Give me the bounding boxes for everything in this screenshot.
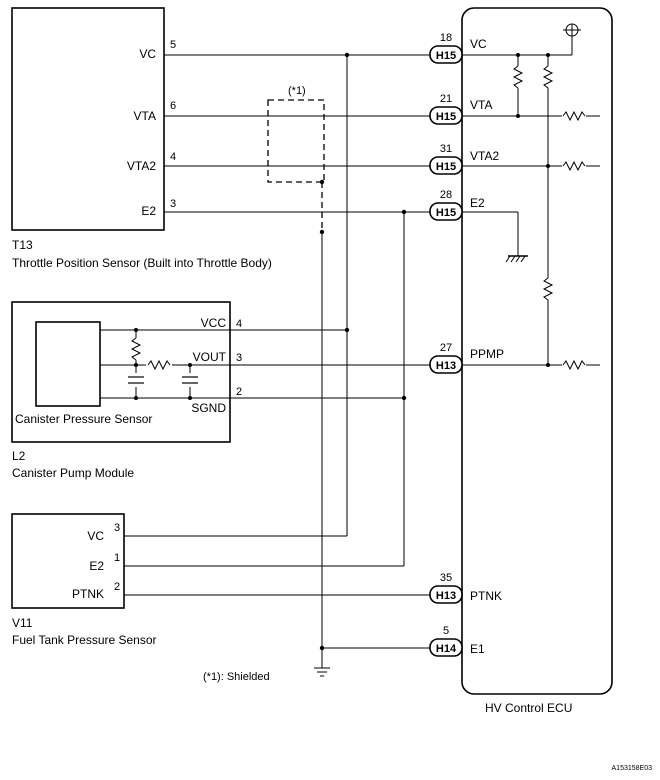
t13-pin-label-e2: E2	[141, 204, 156, 218]
ecu-terminal-label-e2: E2	[470, 196, 485, 210]
ecu-resistor-vta2-pullup	[542, 65, 554, 89]
connector-ptnk: H13	[429, 585, 463, 604]
v11-pin-num-3: 3	[114, 522, 120, 534]
svg-text:H15: H15	[436, 50, 456, 62]
t13-pin-num-5: 5	[170, 39, 176, 51]
t13-pin-label-vta: VTA	[134, 109, 156, 123]
ecu-terminal-num-5: 5	[443, 625, 449, 637]
t13-pin-label-vc: VC	[139, 47, 156, 61]
l2-pin-num-2: 2	[236, 386, 242, 398]
pump-module-box	[11, 301, 231, 443]
v11-pin-label-ptnk: PTNK	[72, 587, 104, 601]
v11-name: Fuel Tank Pressure Sensor	[12, 633, 157, 647]
connector-e1: H14	[429, 638, 463, 657]
v11-pin-num-1: 1	[114, 552, 120, 564]
ecu-terminal-num-31: 31	[440, 143, 452, 155]
l2-pin-num-4: 4	[236, 318, 242, 330]
ecu-terminal-label-vta: VTA	[470, 98, 492, 112]
svg-text:H13: H13	[436, 360, 456, 372]
l2-pin-label-vcc: VCC	[201, 316, 227, 330]
l2-pin-label-sgnd: SGND	[191, 401, 226, 415]
ecu-terminal-num-28: 28	[440, 189, 452, 201]
t13-pin-label-vta2: VTA2	[127, 159, 156, 173]
v11-pin-num-2: 2	[114, 581, 120, 593]
svg-text:H14: H14	[436, 643, 457, 655]
connector-vta2: H15	[429, 156, 463, 175]
ecu-terminal-label-e1: E1	[470, 642, 485, 656]
t13-pin-num-4: 4	[170, 151, 176, 163]
connector-vta: H15	[429, 106, 463, 125]
shield-box	[267, 99, 325, 183]
t13-pin-num-3: 3	[170, 198, 176, 210]
pump-resistor-horizontal	[147, 359, 171, 371]
l2-code: L2	[12, 449, 26, 463]
svg-text:H13: H13	[436, 590, 456, 602]
svg-text:H15: H15	[436, 161, 456, 173]
ecu-input-resistor-vta2	[562, 160, 586, 172]
shield-note: (*1): Shielded	[203, 671, 270, 683]
t13-code: T13	[12, 238, 33, 252]
throttle-sensor-box	[11, 7, 165, 231]
v11-pin-label-e2: E2	[89, 559, 104, 573]
pump-resistor-vertical	[130, 337, 142, 361]
fuel-sensor-box	[11, 513, 125, 609]
connector-ppmp: H13	[429, 355, 463, 374]
connector-vc: H15	[429, 45, 463, 64]
ecu-box	[461, 7, 613, 695]
canister-pressure-sensor-label: Canister Pressure Sensor	[15, 412, 152, 426]
ecu-terminal-num-18: 18	[440, 32, 452, 44]
ecu-input-resistor-ppmp	[562, 359, 586, 371]
ecu-name: HV Control ECU	[485, 701, 572, 715]
v11-code: V11	[12, 616, 33, 630]
t13-pin-num-6: 6	[170, 100, 176, 112]
shield-mark: (*1)	[288, 85, 306, 97]
l2-pin-num-3: 3	[236, 352, 242, 364]
ecu-terminal-num-27: 27	[440, 342, 452, 354]
l2-name: Canister Pump Module	[12, 466, 134, 480]
svg-text:H15: H15	[436, 111, 456, 123]
svg-text:H15: H15	[436, 207, 456, 219]
ecu-resistor-ppmp	[542, 277, 554, 301]
ecu-terminal-label-vta2: VTA2	[470, 149, 499, 163]
connector-e2: H15	[429, 202, 463, 221]
ecu-terminal-label-vc: VC	[470, 37, 487, 51]
figure-id: A153158E03	[612, 765, 653, 772]
ecu-terminal-label-ppmp: PPMP	[470, 347, 504, 361]
canister-pressure-sensor-box	[35, 321, 101, 407]
l2-pin-label-vout: VOUT	[193, 350, 227, 364]
ecu-input-resistor-vta	[562, 110, 586, 122]
ecu-resistor-vta-pullup	[512, 65, 524, 89]
t13-name: Throttle Position Sensor (Built into Thr…	[12, 256, 272, 270]
ecu-terminal-num-35: 35	[440, 572, 452, 584]
ecu-terminal-label-ptnk: PTNK	[470, 589, 502, 603]
v11-pin-label-vc: VC	[87, 529, 104, 543]
ecu-terminal-num-21: 21	[440, 93, 452, 105]
